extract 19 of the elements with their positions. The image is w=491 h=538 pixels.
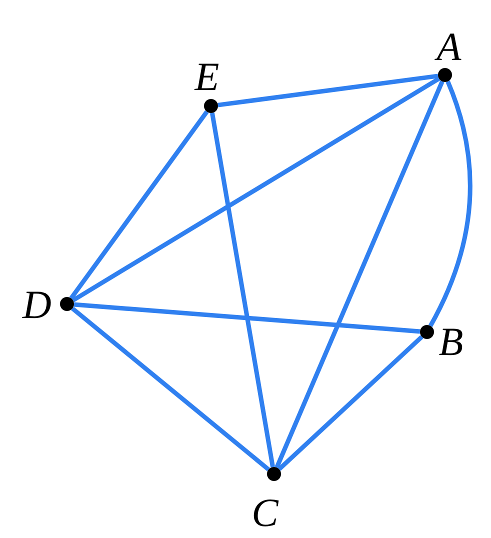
edge-line	[428, 80, 472, 327]
edge-line	[210, 112, 276, 468]
vertex-dot	[60, 297, 74, 311]
edge-line	[274, 80, 444, 468]
vertex-label: E	[194, 57, 220, 97]
vertex-label: D	[22, 285, 52, 325]
vertex-label: C	[252, 493, 278, 533]
vertex-dot	[420, 325, 434, 339]
edge-line	[72, 76, 440, 302]
vertex-label: A	[436, 27, 462, 67]
edge-line	[70, 306, 270, 472]
vertex-dot	[438, 68, 452, 82]
edge-line	[74, 302, 420, 334]
vertex-dot	[204, 99, 218, 113]
vertex-dot	[267, 467, 281, 481]
vertex-label: B	[438, 322, 464, 362]
edge-line	[218, 74, 438, 108]
edge-line	[278, 335, 424, 471]
edge-line	[69, 110, 209, 300]
